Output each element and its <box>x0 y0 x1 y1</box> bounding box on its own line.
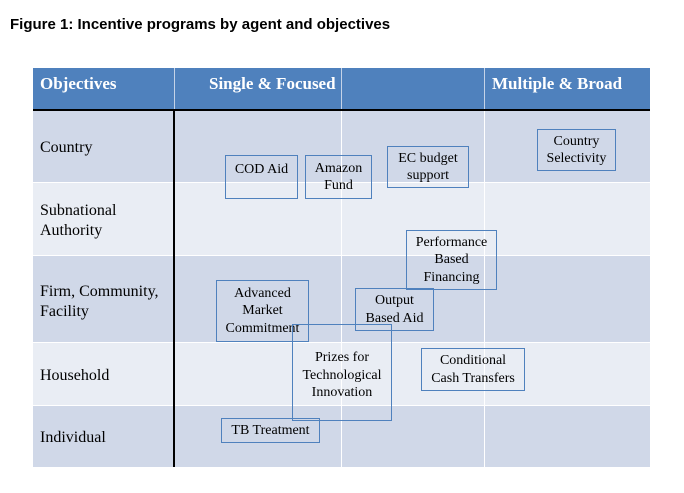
program-label: Output Based Aid <box>365 293 424 326</box>
figure-title: Figure 1: Incentive programs by agent an… <box>10 16 391 33</box>
program-label: Country Selectivity <box>546 133 607 167</box>
row-label-country: Country <box>40 139 93 156</box>
program-cod-aid: COD Aid <box>225 155 298 199</box>
header-separator <box>174 68 175 109</box>
column-separator <box>341 109 342 467</box>
row-label-household: Household <box>40 367 110 384</box>
program-ec-budget-support: EC budget support <box>387 146 469 188</box>
program-performance-based-financing: Performance Based Financing <box>406 230 497 290</box>
program-conditional-cash-transfers: Conditional Cash Transfers <box>421 348 525 391</box>
row-label-subnational: Subnational Authority <box>40 202 117 239</box>
program-prizes-technological-innovation: Prizes for Technological Innovation <box>292 324 392 421</box>
header-separator <box>341 68 342 109</box>
header-objectives: Objectives <box>40 74 117 93</box>
header-single-focused: Single & Focused <box>209 74 336 93</box>
program-label: TB Treatment <box>231 422 310 438</box>
program-label: COD Aid <box>234 162 289 177</box>
header-multiple-broad: Multiple & Broad <box>492 74 623 93</box>
program-tb-treatment: TB Treatment <box>221 418 320 443</box>
program-label: Prizes for Technological Innovation <box>302 350 382 400</box>
header-separator <box>484 68 485 109</box>
program-label: Performance Based Financing <box>415 234 488 285</box>
program-country-selectivity: Country Selectivity <box>537 129 616 171</box>
header-rule <box>33 109 650 111</box>
row-label-individual: Individual <box>40 429 106 446</box>
program-label: Advanced Market Commitment <box>225 285 300 336</box>
program-label: EC budget support <box>398 150 458 184</box>
table-header: Objectives Single & Focused Multiple & B… <box>33 68 650 109</box>
program-amazon-fund: Amazon Fund <box>305 155 372 199</box>
label-column-rule <box>173 109 175 467</box>
column-separator <box>484 109 485 467</box>
row-label-firm: Firm, Community, Facility <box>40 283 159 320</box>
program-label: Amazon Fund <box>314 160 363 194</box>
program-label: Conditional Cash Transfers <box>431 353 515 386</box>
program-advanced-market-commitment: Advanced Market Commitment <box>216 280 309 342</box>
program-output-based-aid: Output Based Aid <box>355 288 434 331</box>
